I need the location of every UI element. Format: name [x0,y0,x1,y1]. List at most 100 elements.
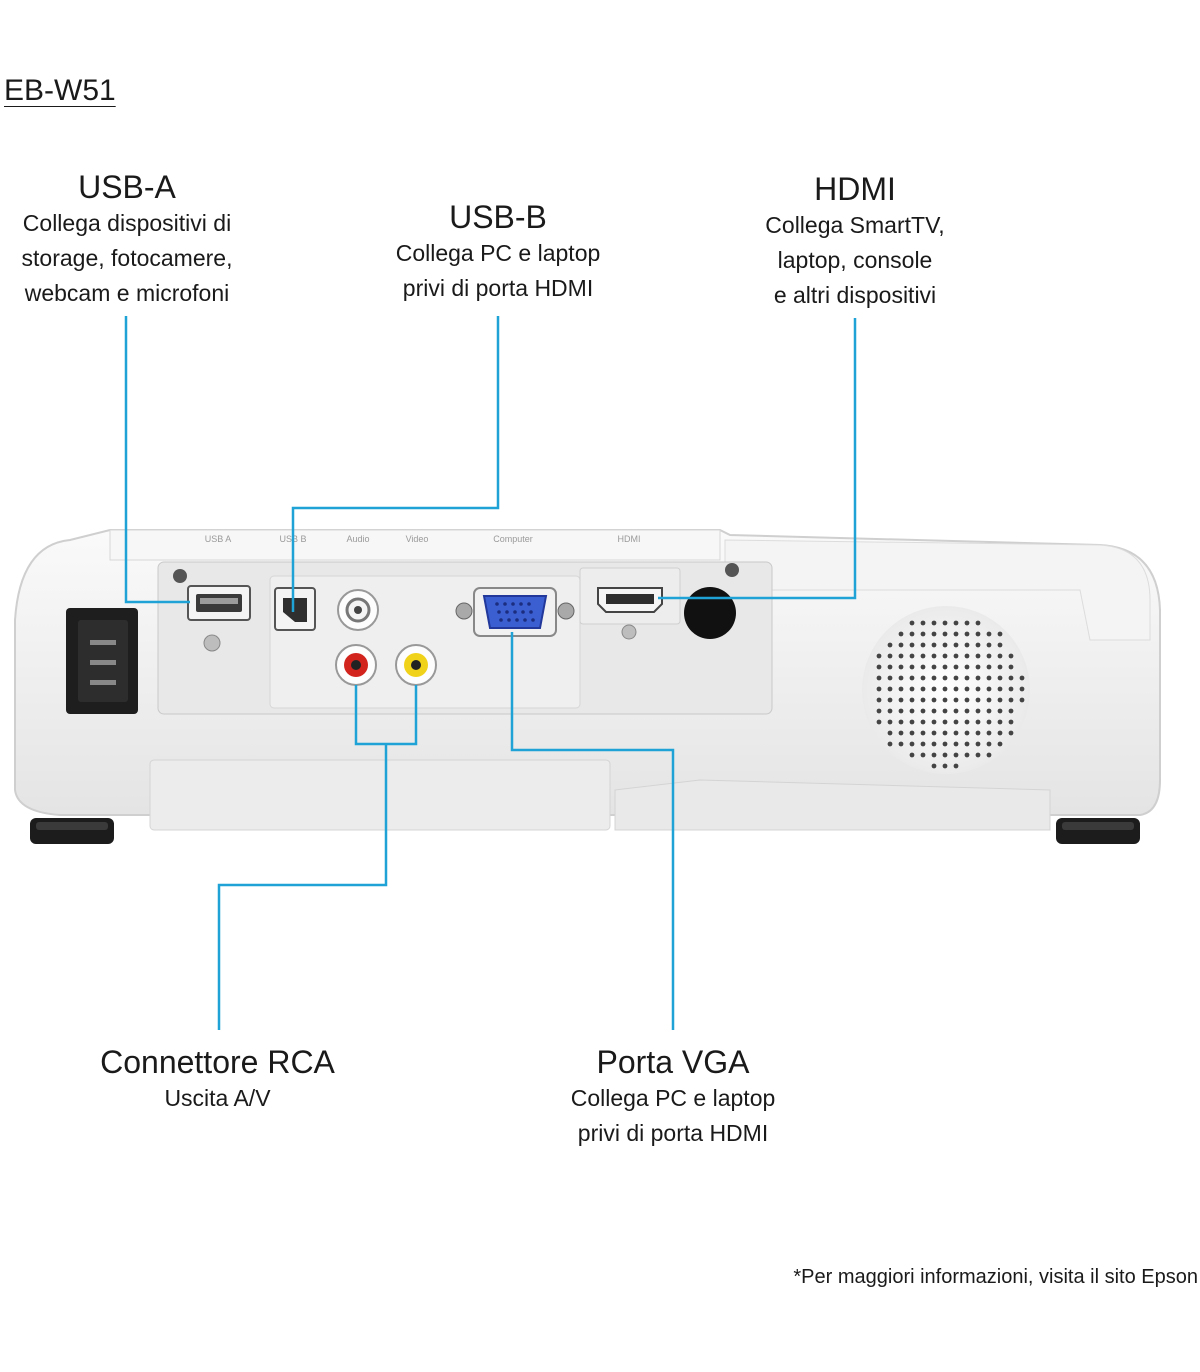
speaker-hole [887,708,893,714]
callout-usb-a-desc-3: webcam e microfoni [24,280,230,306]
speaker-hole [953,653,959,659]
speaker-hole [931,697,937,703]
callout-usb-a-desc-2: storage, fotocamere, [21,245,233,271]
speaker-hole [986,653,992,659]
callout-hdmi-desc-1: Collega SmartTV, [765,212,945,238]
speaker-hole [975,686,981,692]
speaker-hole [964,708,970,714]
speaker-hole [942,763,948,769]
speaker-hole [975,664,981,670]
callout-hdmi-desc-2: laptop, console [777,247,933,273]
leader-line-vga [510,632,675,1030]
speaker-hole [964,697,970,703]
speaker-hole [997,631,1003,637]
audio-l-jack [337,589,379,631]
speaker-hole [997,741,1003,747]
speaker-hole [953,730,959,736]
speaker-hole [1008,730,1014,736]
speaker-hole [986,675,992,681]
callout-usb-b-title: USB-B [449,199,547,235]
callout-rca: Connettore RCA Uscita A/V [80,1043,355,1116]
speaker-hole [964,719,970,725]
speaker-hole [942,741,948,747]
callout-usb-a-title: USB-A [78,169,176,205]
leader-line-usb-b [291,316,500,612]
footnote: *Per maggiori informazioni, visita il si… [793,1266,1198,1288]
speaker-hole [931,642,937,648]
callout-vga-title: Porta VGA [596,1044,750,1080]
speaker-hole [909,631,915,637]
screw-icon [621,624,637,640]
speaker-hole [942,752,948,758]
panel-label-computer: Computer [493,534,533,544]
speaker-hole [887,653,893,659]
speaker-hole [876,719,882,725]
speaker-hole [876,686,882,692]
panel-label-audio: Audio [346,534,369,544]
callout-vga-desc-2: privi di porta HDMI [577,1120,769,1146]
speaker-hole [964,686,970,692]
speaker-hole [964,741,970,747]
speaker-hole [942,730,948,736]
panel-label-video: Video [406,534,429,544]
callout-usb-b-desc-1: Collega PC e laptop [395,240,601,266]
speaker-hole [942,653,948,659]
speaker-hole [953,763,959,769]
speaker-hole [964,642,970,648]
speaker-hole [953,631,959,637]
speaker-hole [898,675,904,681]
model-title: EB-W51 [4,74,116,107]
speaker-hole [931,653,937,659]
speaker-hole [953,719,959,725]
speaker-hole [876,697,882,703]
speaker-hole [942,697,948,703]
speaker-hole [1008,708,1014,714]
callout-hdmi-title: HDMI [814,171,896,207]
speaker-hole [986,697,992,703]
speaker-hole [975,730,981,736]
speaker-hole [909,620,915,626]
speaker-hole [898,708,904,714]
leader-line-rca [217,744,388,1030]
speaker-hole [909,664,915,670]
speaker-hole [975,752,981,758]
speaker-hole [1008,686,1014,692]
speaker-hole [975,708,981,714]
speaker-hole [975,697,981,703]
speaker-hole [909,653,915,659]
speaker-hole [931,620,937,626]
speaker-hole [909,642,915,648]
audio-r-jack [335,644,377,686]
panel-label-hdmi: HDMI [618,534,641,544]
speaker-hole [1019,697,1025,703]
usb-b-port [274,587,316,631]
speaker-hole [986,686,992,692]
callout-usb-a: USB-A Collega dispositivi di storage, fo… [0,168,254,311]
speaker-hole [997,642,1003,648]
speaker-hole [986,719,992,725]
speaker-hole [975,741,981,747]
speaker-hole [997,675,1003,681]
speaker-hole [887,675,893,681]
speaker-hole [887,719,893,725]
speaker-hole [953,664,959,670]
speaker-hole [898,642,904,648]
speaker-hole [931,686,937,692]
speaker-hole [1008,675,1014,681]
speaker-hole [909,719,915,725]
speaker-hole [942,642,948,648]
speaker-hole [942,664,948,670]
speaker-hole [975,675,981,681]
power-socket [66,608,138,714]
speaker-hole [1008,719,1014,725]
speaker-hole [909,675,915,681]
speaker-grille [862,606,1030,774]
speaker-hole [920,730,926,736]
callout-usb-a-desc-1: Collega dispositivi di [22,210,232,236]
panel-label-usb-a: USB A [205,534,232,544]
speaker-hole [898,664,904,670]
speaker-hole [920,653,926,659]
security-slot [684,587,736,639]
speaker-hole [898,741,904,747]
